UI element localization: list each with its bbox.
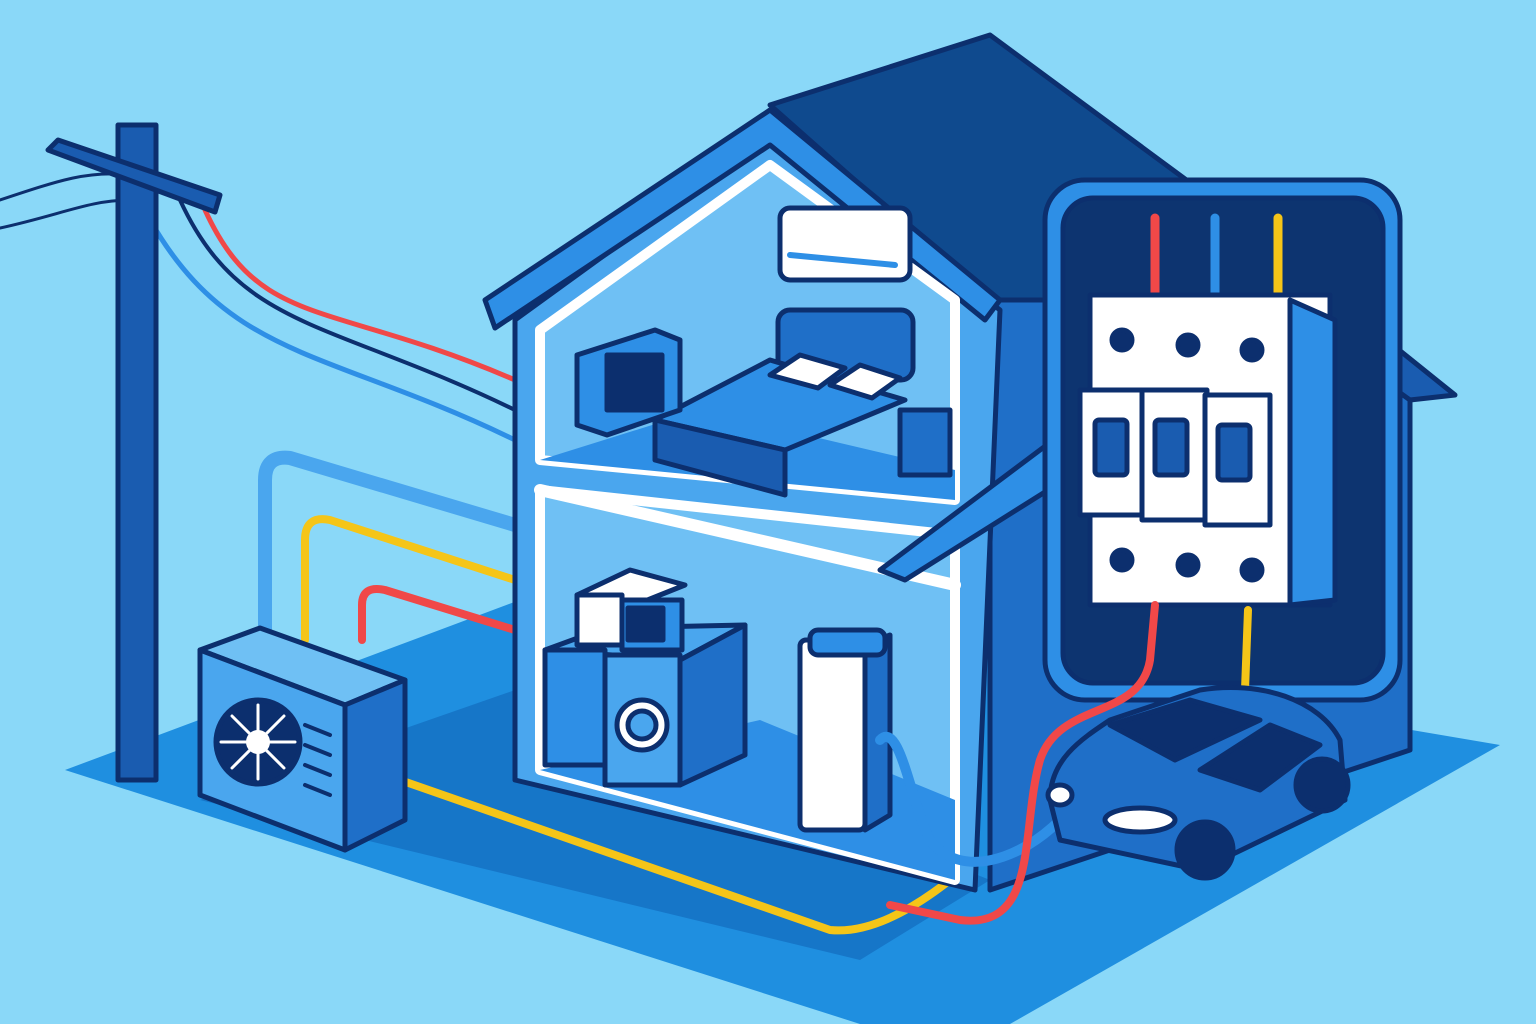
breaker-switch [1152, 417, 1190, 478]
pole-shaft [115, 122, 159, 783]
car-icon [1045, 684, 1351, 881]
car-headlight [1045, 782, 1075, 808]
air-conditioner-icon [777, 205, 913, 283]
car-wheel [1174, 819, 1236, 881]
charging-cable [875, 732, 1065, 867]
battery-icon [797, 627, 893, 833]
utility-pole-icon [45, 122, 223, 783]
bed-icon [652, 307, 916, 498]
pole-crossarm [45, 137, 223, 215]
nightstand-icon [897, 407, 953, 478]
wire-blue [147, 217, 518, 443]
wire-red [202, 207, 518, 383]
breaker-1 [1077, 327, 1148, 573]
wire-dark [0, 172, 132, 202]
wire-dark [0, 198, 132, 230]
breaker-switch [1092, 417, 1130, 478]
overhead-wires [0, 172, 518, 443]
car-wheel [1293, 756, 1351, 814]
breaker-2 [1139, 332, 1210, 578]
cable-yellow [301, 515, 954, 935]
wire-navy [178, 198, 517, 412]
cable-red-to-car [886, 601, 1159, 925]
car-headlight [1102, 805, 1178, 835]
breaker-switch [1215, 422, 1253, 483]
tv-icon [574, 327, 683, 438]
breaker-panel-icon [877, 177, 1403, 703]
microwave-icon [574, 567, 688, 653]
heat-pump-icon [197, 625, 408, 853]
cable-red [358, 585, 519, 644]
cable-blue-loop [258, 450, 522, 647]
breaker-3 [1202, 337, 1273, 583]
